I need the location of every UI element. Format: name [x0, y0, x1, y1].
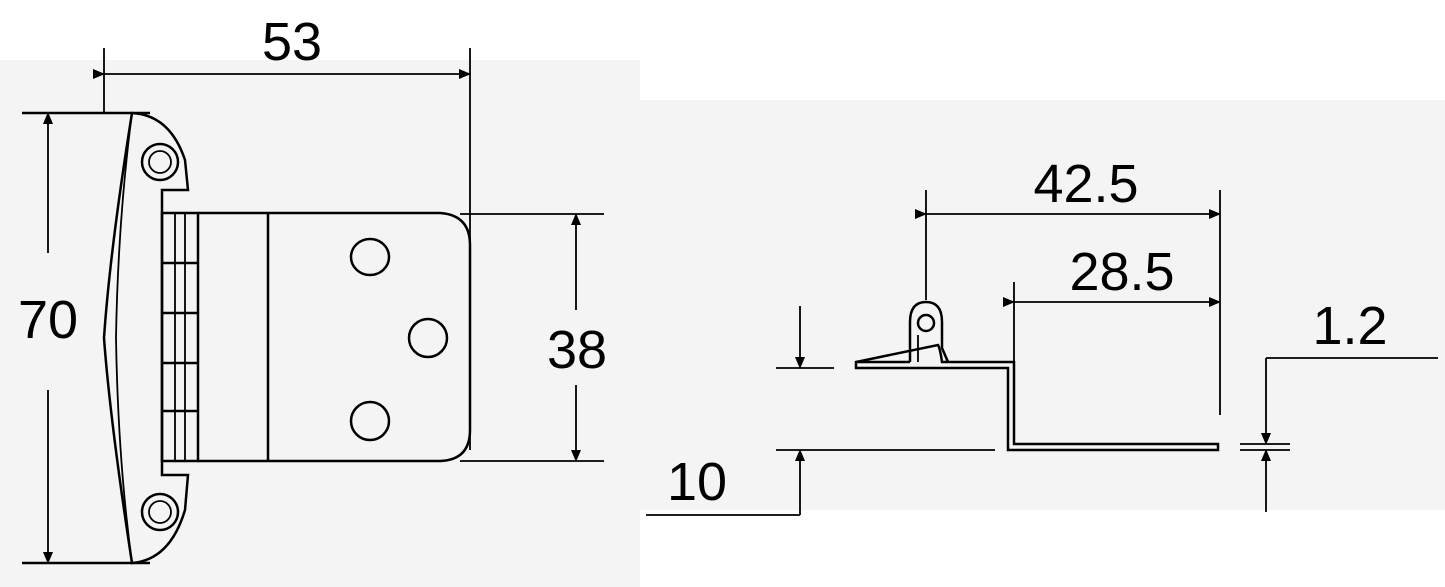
flange-hole-top-inner-icon [148, 150, 172, 174]
dimension-label-10: 10 [667, 452, 727, 512]
leaf-hole-1-icon [349, 237, 391, 277]
side-knuckle [908, 300, 950, 363]
dimension-label-42-5: 42.5 [1033, 154, 1138, 214]
dimension-label-70: 70 [18, 290, 78, 350]
dimension-label-28-5: 28.5 [1069, 242, 1174, 302]
dimension-label-1-2: 1.2 [1312, 296, 1387, 356]
leaf-hole-2-icon [407, 317, 449, 359]
side-leaf-profile [854, 343, 1220, 452]
leaf-hole-3-icon [349, 400, 391, 442]
hinge-knuckle [160, 211, 200, 463]
flange-hole-top-icon [140, 142, 180, 182]
flange-inner-edge [115, 112, 133, 564]
flange-hole-bottom-inner-icon [148, 500, 172, 524]
dimension-label-53: 53 [262, 12, 322, 72]
front-view [22, 48, 604, 565]
background-panel-left [0, 60, 640, 587]
flange-hole-bottom-icon [140, 492, 180, 532]
dimension-label-38: 38 [547, 320, 607, 380]
side-view [646, 190, 1438, 516]
hinge-flange [102, 111, 190, 565]
side-pin-icon [916, 313, 936, 333]
